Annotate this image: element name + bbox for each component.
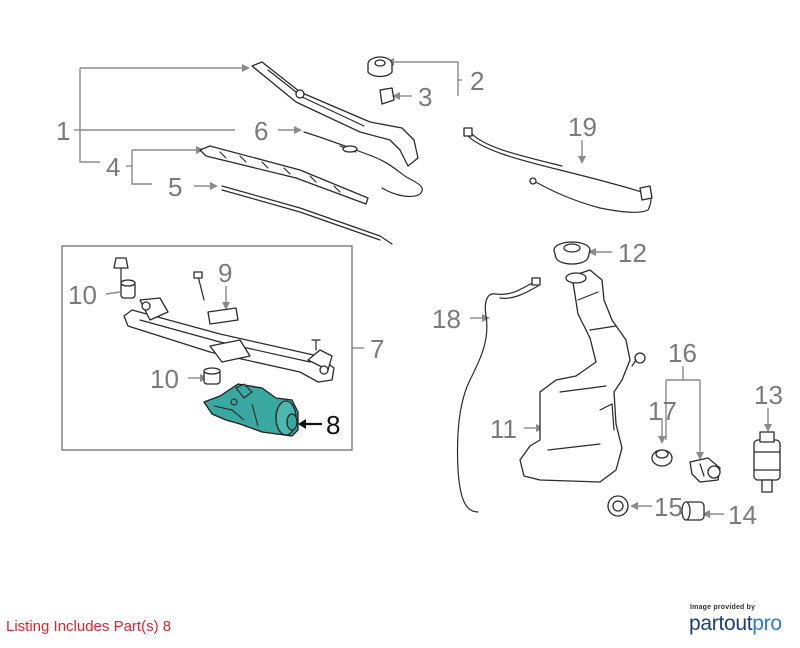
small-grommet [631, 352, 646, 367]
callout-18: 18 [432, 304, 461, 334]
arrowheads [196, 58, 772, 518]
washer-hose-18 [456, 277, 541, 513]
partoutpro-logo: partoutpro [689, 612, 782, 636]
grommet-15 [607, 495, 629, 517]
leader-lines [74, 61, 769, 515]
callout-16: 16 [668, 338, 697, 368]
reservoir-cap-12 [553, 241, 591, 265]
callout-8: 8 [326, 410, 340, 440]
callout-5: 5 [168, 172, 182, 202]
callout-12: 12 [618, 238, 647, 268]
callout-10-upper: 10 [68, 280, 97, 310]
callout-6: 6 [254, 116, 268, 146]
brand-part2: pro [752, 612, 782, 635]
grommet-17 [651, 449, 673, 467]
callout-9: 9 [218, 258, 232, 288]
wiper-motor-8 [203, 383, 299, 437]
callout-19: 19 [568, 112, 597, 142]
wiper-arm-assembly [199, 61, 423, 245]
image-credit-label: Image provided by [690, 604, 756, 611]
wiper-linkage-7 [113, 257, 335, 385]
listing-includes-label: Listing Includes Part(s) 8 [6, 618, 172, 635]
callout-numbers: 1 2 3 4 5 6 7 8 9 10 10 11 12 13 14 15 1… [56, 66, 783, 530]
callout-1: 1 [56, 116, 70, 146]
callout-7: 7 [370, 334, 384, 364]
brand-part1: partout [689, 612, 753, 635]
callout-3: 3 [418, 82, 432, 112]
washer-pump-13 [753, 431, 781, 493]
washer-hose-19 [463, 127, 653, 213]
pivot-cap-parts [367, 56, 395, 105]
callout-13: 13 [754, 380, 783, 410]
callout-17: 17 [648, 396, 677, 426]
callout-2: 2 [470, 66, 484, 96]
callout-4: 4 [106, 152, 120, 182]
washer-reservoir-11 [519, 269, 631, 483]
callout-15: 15 [654, 492, 683, 522]
callout-11: 11 [490, 414, 517, 444]
callout-14: 14 [728, 500, 757, 530]
callout-10-lower: 10 [150, 364, 179, 394]
washer-pump-16 [689, 457, 721, 483]
grommet-14 [681, 501, 705, 521]
linkage-group-box [61, 245, 353, 451]
